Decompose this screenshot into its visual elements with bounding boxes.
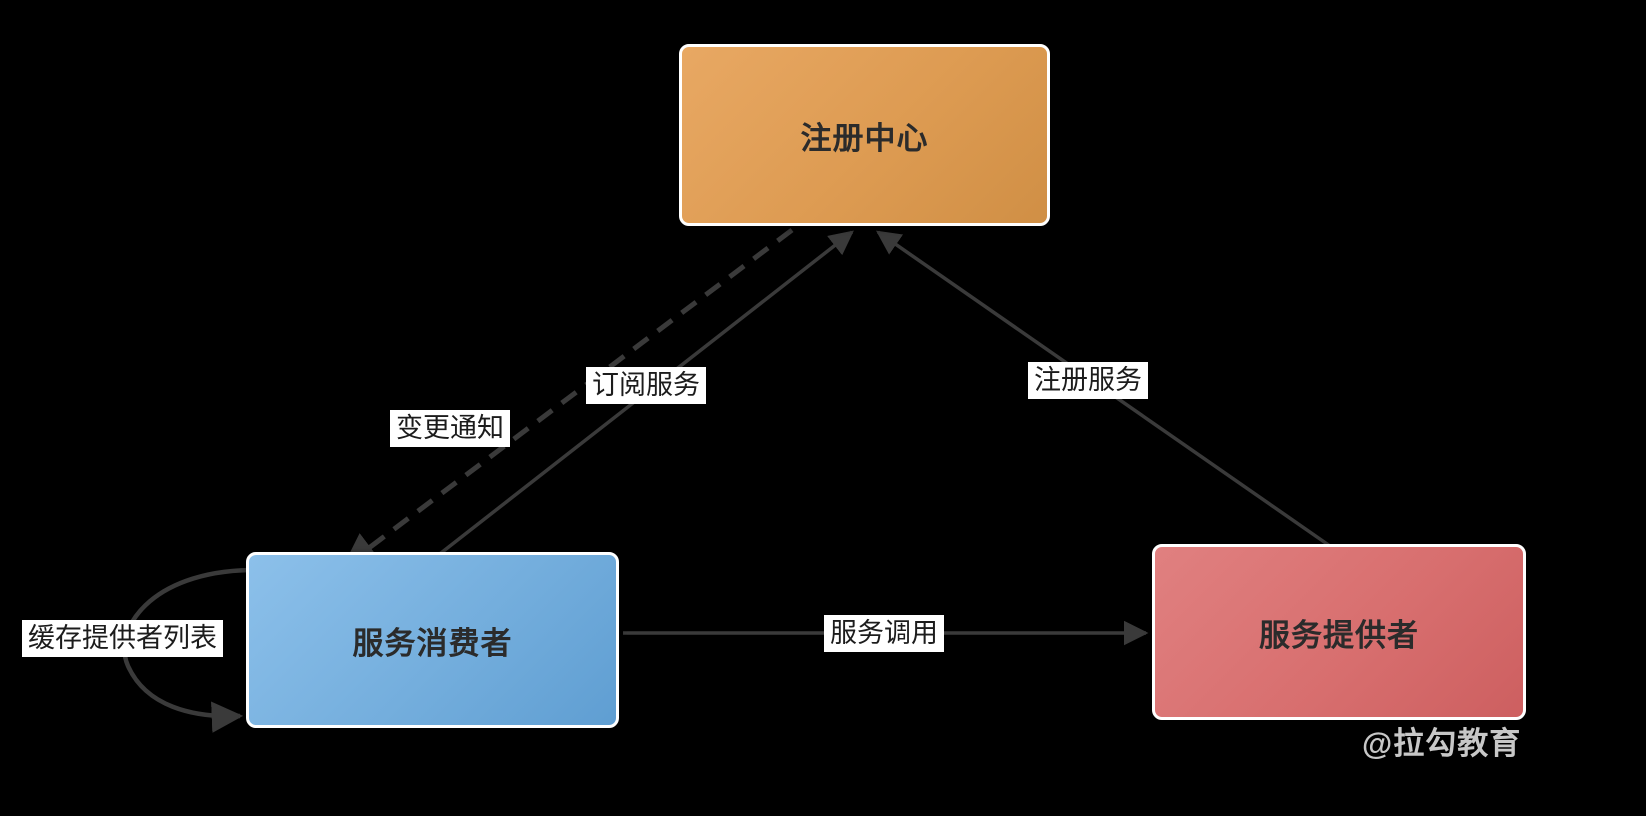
node-service-provider[interactable]: 服务提供者 xyxy=(1152,544,1526,720)
watermark: @拉勾教育 xyxy=(1362,726,1522,761)
edge-label-service-call: 服务调用 xyxy=(824,615,944,653)
node-registry[interactable]: 注册中心 xyxy=(679,44,1050,226)
edge-cache-list xyxy=(122,567,251,733)
edge-change-notify xyxy=(342,228,794,569)
node-service-consumer-label: 服务消费者 xyxy=(352,625,513,661)
edge-label-subscribe: 订阅服务 xyxy=(586,367,706,405)
edge-label-change-notify: 变更通知 xyxy=(390,410,510,448)
edge-label-cache-list: 缓存提供者列表 xyxy=(22,620,223,658)
node-registry-label: 注册中心 xyxy=(800,120,929,156)
node-service-consumer[interactable]: 服务消费者 xyxy=(246,552,619,728)
edge-label-register: 注册服务 xyxy=(1028,362,1148,400)
node-service-provider-label: 服务提供者 xyxy=(1259,617,1419,653)
